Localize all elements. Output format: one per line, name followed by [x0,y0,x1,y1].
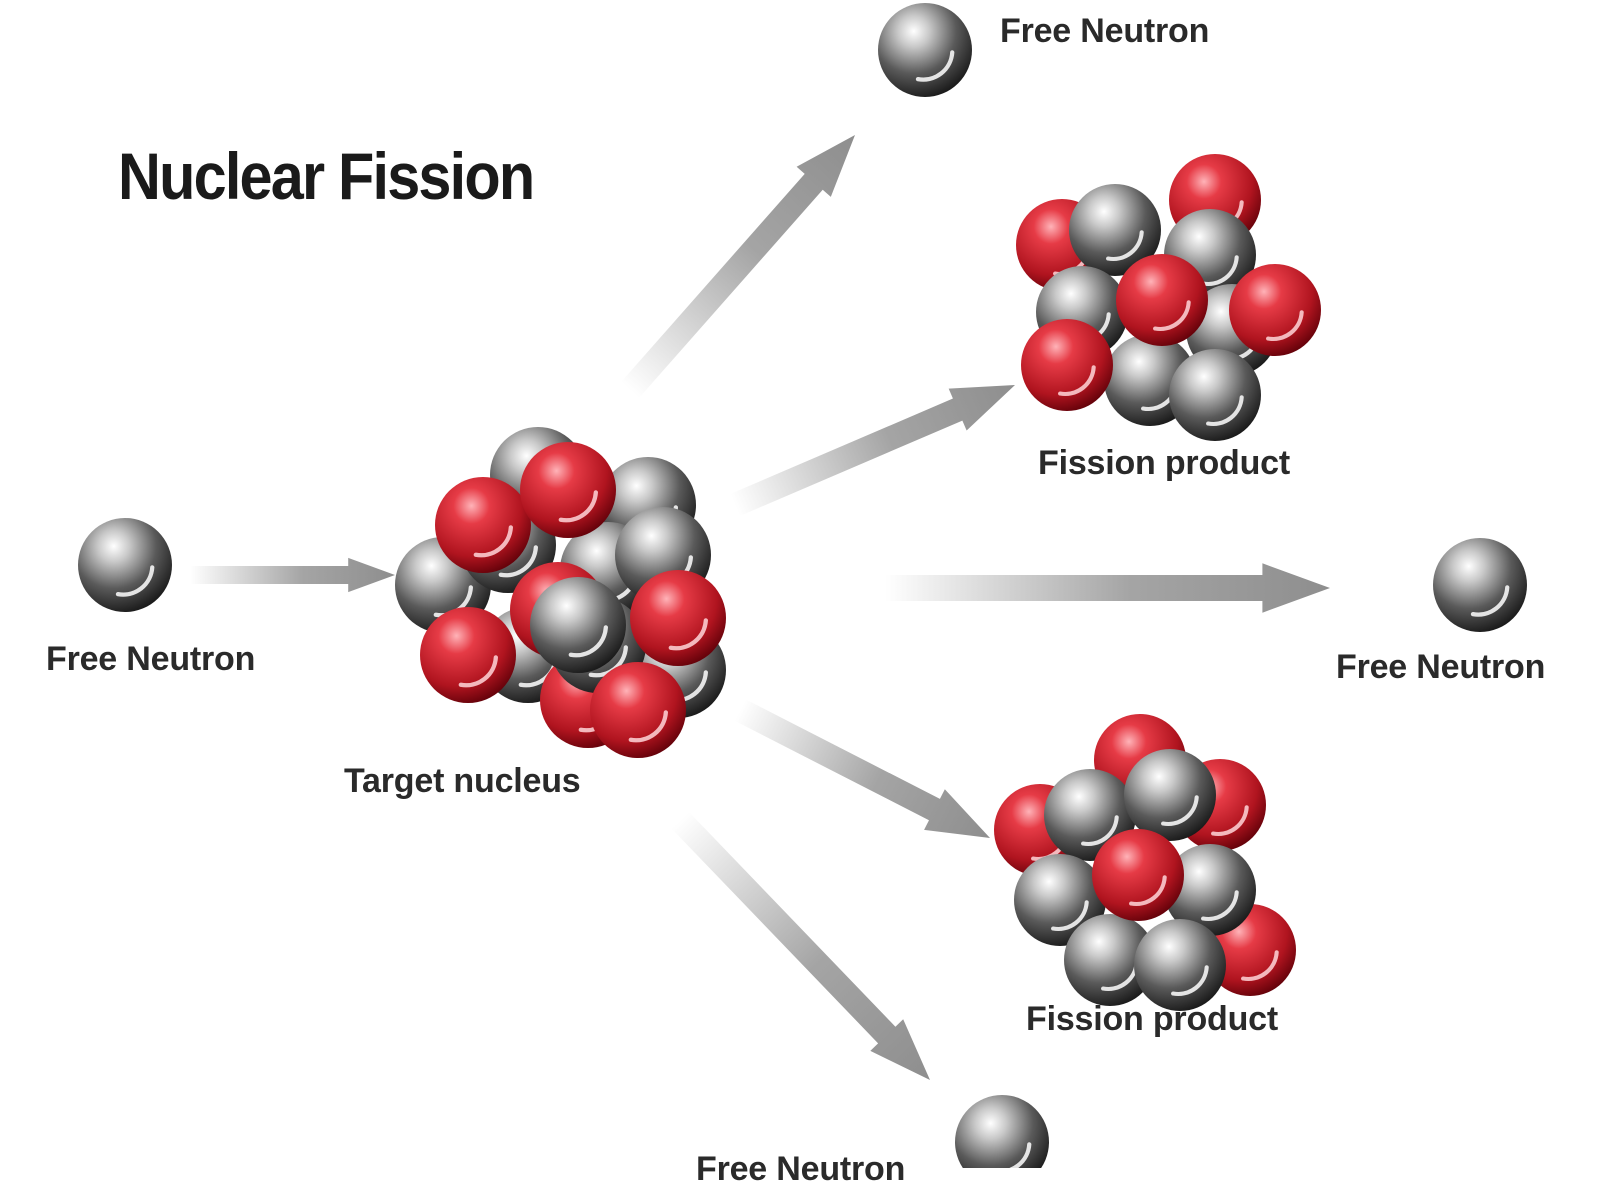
arrow-to-right-neutron [885,563,1330,613]
free-neutron-right-ball [1433,538,1527,632]
label-free-neutron-top: Free Neutron [1000,12,1210,50]
free-neutron-top-ball [878,3,972,97]
arrow-to-bottom-product [734,699,990,838]
proton-ball [590,662,686,758]
arrow-to-top-product [730,384,1015,517]
neutron-ball [1164,844,1256,936]
neutron-ball [530,577,626,673]
proton-ball [420,607,516,703]
proton-ball [1116,254,1208,346]
neutron-ball [1169,349,1261,441]
proton-ball [630,570,726,666]
arrow-input [190,557,395,593]
label-free-neutron-bottom: Free Neutron [696,1150,906,1188]
label-fission-product-bottom: Fission product [1026,1000,1279,1038]
free-neutron-input-ball [78,518,172,612]
fission-product-top-cluster [1016,154,1321,441]
arrows-layer [190,134,1330,1081]
target-nucleus-cluster [395,427,726,758]
neutron-ball [1134,919,1226,1011]
proton-ball [520,442,616,538]
label-free-neutron-right: Free Neutron [1336,648,1546,686]
label-target-nucleus: Target nucleus [344,762,581,800]
proton-ball [1092,829,1184,921]
free-neutron-bottom-ball [955,1095,1049,1168]
proton-ball [435,477,531,573]
arrow-to-bottom-neutron [671,811,931,1081]
proton-ball [1021,319,1113,411]
diagram-title: Nuclear Fission [118,139,535,213]
neutron-ball [1124,749,1216,841]
arrow-to-top-neutron [621,134,855,398]
label-fission-product-top: Fission product [1038,444,1291,482]
neutron-ball [1069,184,1161,276]
label-free-neutron-input: Free Neutron [46,640,256,678]
particles-layer [78,3,1527,1168]
proton-ball [1229,264,1321,356]
fission-product-bottom-cluster [994,714,1296,1011]
